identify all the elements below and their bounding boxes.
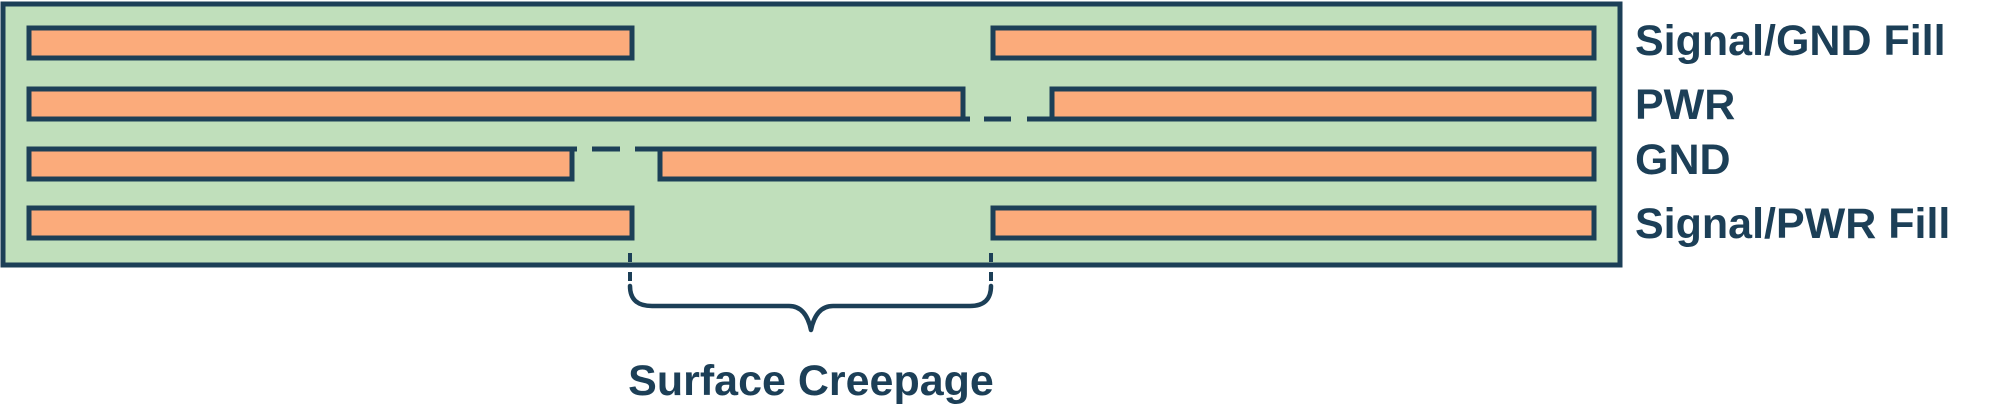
copper-layer-3-left — [26, 146, 575, 182]
copper-layer-2-right — [1049, 86, 1597, 122]
copper-layer-3-right — [657, 146, 1597, 182]
label-layer-4: Signal/PWR Fill — [1635, 200, 1950, 248]
label-surface-creepage: Surface Creepage — [628, 357, 994, 405]
layer-2-gap-dashed-line — [963, 112, 1055, 122]
layer-3-gap-dashed-line — [569, 146, 660, 155]
creepage-curly-brace — [627, 283, 994, 333]
copper-layer-4-right — [990, 205, 1597, 241]
copper-layer-1-right — [990, 25, 1597, 61]
copper-layer-1-left — [26, 25, 635, 61]
copper-layer-2-left — [26, 86, 966, 122]
label-layer-2: PWR — [1635, 81, 1735, 129]
label-layer-1: Signal/GND Fill — [1635, 17, 1946, 65]
label-layer-3: GND — [1635, 136, 1731, 184]
copper-layer-4-left — [26, 205, 635, 241]
